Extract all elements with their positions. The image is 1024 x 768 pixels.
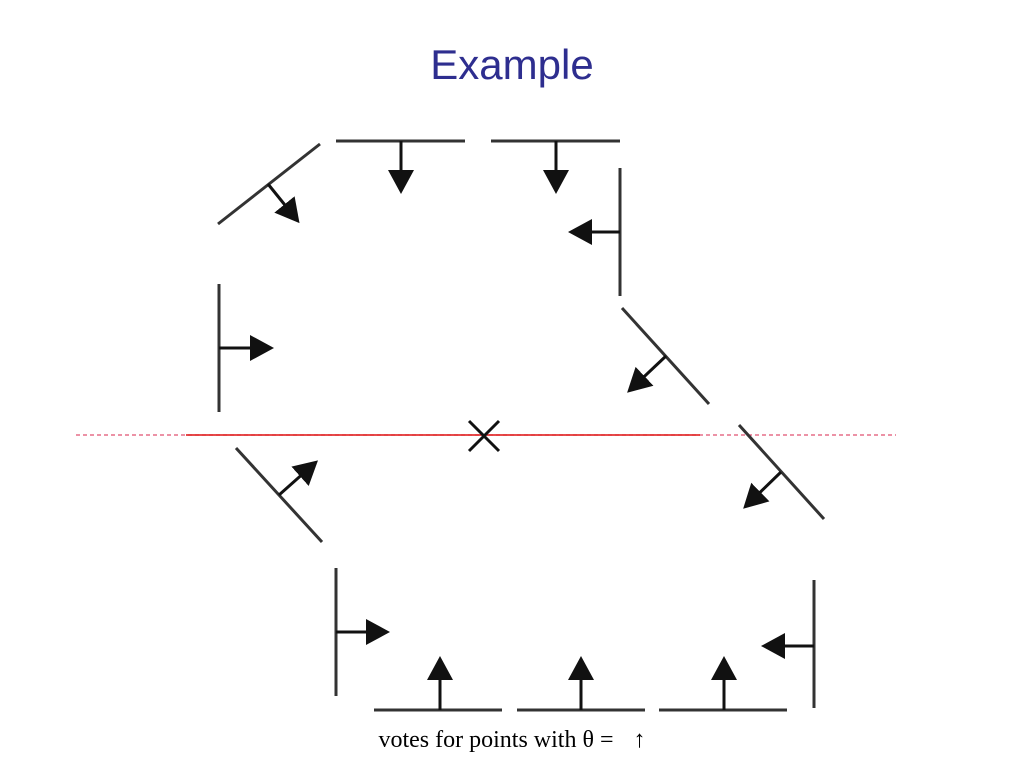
edge-top-left-diagonal — [217, 142, 321, 226]
up-arrow-icon: ↑ — [633, 727, 646, 753]
edge-bottom-left-horizontal — [374, 656, 502, 712]
caption: votes for points with θ = ↑ — [0, 724, 1024, 756]
gradient-arrow-icon — [278, 460, 318, 497]
edge-bottom-middle-horizontal — [517, 656, 645, 712]
edge-right-middle-diagonal — [620, 306, 711, 406]
x-mark-icon — [467, 419, 501, 453]
edge-left-lower-diagonal — [234, 446, 324, 544]
edge-left-upper-vertical — [217, 284, 274, 412]
gradient-arrow-icon — [266, 183, 300, 224]
edge-top-right-horizontal — [491, 139, 620, 194]
gradient-arrow-icon — [627, 354, 668, 393]
edge-bottom-right-horizontal — [659, 656, 787, 712]
edge-right-upper-vertical — [568, 168, 622, 296]
edge-left-lower-vertical — [334, 568, 390, 696]
edge-segment — [737, 423, 826, 521]
edge-elements — [217, 139, 826, 712]
slide-title: Example — [430, 41, 594, 88]
edge-right-lower-diagonal — [737, 423, 826, 521]
gradient-arrow-icon — [743, 470, 783, 509]
edge-right-lower-vertical — [761, 580, 816, 708]
caption-text: votes for points with θ = — [378, 727, 614, 753]
edge-top-left-horizontal — [336, 139, 465, 194]
